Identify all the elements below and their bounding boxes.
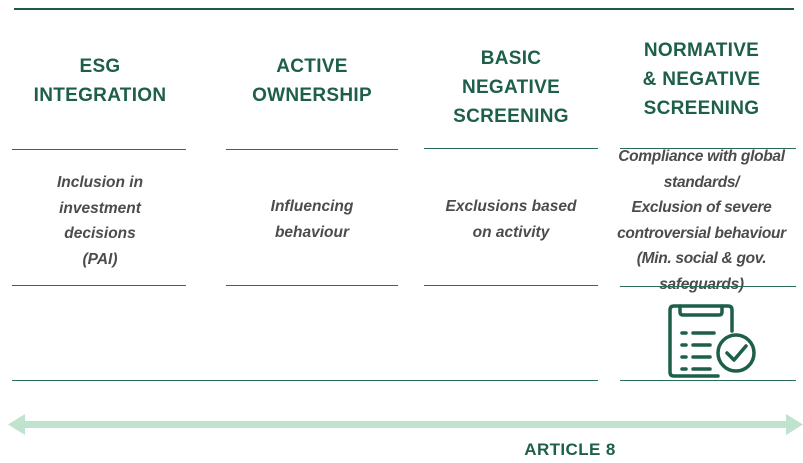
description-rule	[620, 286, 796, 287]
description-rule	[226, 285, 398, 286]
top-divider	[14, 8, 794, 10]
double-arrow	[8, 414, 803, 435]
column-title: ESG INTEGRATION	[33, 56, 167, 106]
header-rule	[12, 149, 186, 150]
header-rule	[226, 149, 398, 150]
column-title: ACTIVE OWNERSHIP	[252, 56, 372, 106]
description-rule	[424, 285, 598, 286]
header-rule	[424, 148, 598, 149]
bottom-rule	[12, 380, 598, 381]
column-title: NORMATIVE & NEGATIVE SCREENING	[642, 40, 761, 119]
description-rule	[12, 285, 186, 286]
article-label: ARTICLE 8	[524, 440, 616, 459]
column-basic-negative-screening: BASIC NEGATIVE SCREENING Exclusions base…	[424, 0, 598, 380]
column-description: Inclusion in investment decisions (PAI)	[56, 174, 144, 268]
column-description: Compliance with global standards/ Exclus…	[617, 148, 786, 293]
checklist-document-icon	[668, 304, 756, 378]
column-description: Influencing behaviour	[270, 198, 354, 241]
column-title: BASIC NEGATIVE SCREENING	[453, 48, 569, 127]
column-esg-integration: ESG INTEGRATION Inclusion in investment …	[12, 0, 188, 380]
header-rule	[620, 148, 796, 149]
bottom-rule	[620, 380, 796, 381]
column-description: Exclusions based on activity	[445, 198, 577, 241]
column-active-ownership: ACTIVE OWNERSHIP Influencing behaviour	[226, 0, 398, 380]
column-normative-negative-screening: NORMATIVE & NEGATIVE SCREENING Complianc…	[600, 0, 803, 380]
